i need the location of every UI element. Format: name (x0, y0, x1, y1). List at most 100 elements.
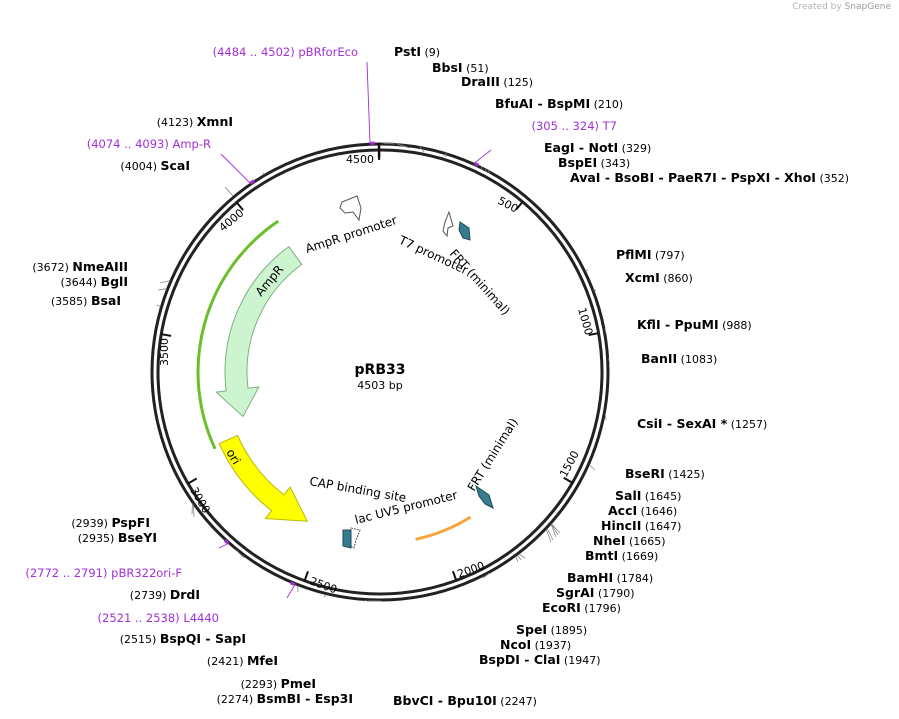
site-label-hincii[interactable]: HincII (1647) (601, 518, 681, 533)
site-label-psti[interactable]: PstI (9) (394, 44, 440, 59)
tick-mark (161, 333, 172, 337)
leader-line (159, 280, 171, 284)
leader-line (382, 142, 396, 145)
site-label-nhei[interactable]: NheI (1665) (593, 533, 666, 548)
primer-mark (289, 581, 296, 586)
leader-line (589, 464, 596, 471)
primer-label-pbrforeco[interactable]: (4484 .. 4502) pBRforEco (213, 45, 358, 59)
leader-line (323, 594, 327, 598)
feature-label-ori: ori (223, 447, 243, 468)
leader-line (545, 529, 552, 543)
highlight-arc-green (196, 219, 280, 450)
leader-line (482, 572, 490, 579)
site-label-eagi[interactable]: EagI - NotI (329) (544, 140, 651, 155)
highlight-arcs (196, 219, 472, 541)
site-label-spei[interactable]: SpeI (1895) (516, 622, 587, 637)
cap-binding-site-shape[interactable] (342, 529, 352, 549)
leader-line (551, 523, 561, 534)
site-label-bfuai[interactable]: BfuAI - BspMI (210) (495, 96, 623, 111)
leader-line (481, 166, 483, 171)
site-label-draiii[interactable]: DraIII (125) (461, 74, 533, 89)
site-label-scai[interactable]: (4004) ScaI (120, 158, 190, 173)
leader-line (487, 169, 491, 175)
leader-line (262, 172, 265, 175)
site-label-bbsi[interactable]: BbsI (51) (432, 60, 489, 75)
site-label-bseri[interactable]: BseRI (1425) (625, 466, 705, 481)
leader-line (156, 304, 161, 307)
site-label-pflmi[interactable]: PflMI (797) (616, 247, 685, 262)
feature-label-cap-binding-site: CAP binding site (308, 474, 407, 505)
site-label-bspqi[interactable]: (2515) BspQI - SapI (120, 631, 246, 646)
site-label-banii[interactable]: BanII (1083) (641, 351, 717, 366)
primer-leader (366, 61, 371, 144)
leader-line (157, 288, 167, 291)
site-label-sali[interactable]: SalI (1645) (615, 488, 681, 503)
leader-line (550, 523, 559, 536)
primer-leader (220, 153, 251, 184)
tick-mark (451, 570, 458, 581)
site-label-csii[interactable]: CsiI - SexAI * (1257) (637, 416, 767, 431)
ampr-arrow[interactable] (215, 245, 303, 418)
feature-label-frt-bottom: FRT (minimal) (465, 416, 521, 494)
credit-prefix: Created by (792, 2, 842, 12)
site-label-ncoi[interactable]: NcoI (1937) (500, 637, 571, 652)
leader-line (585, 269, 589, 271)
ori-arrow[interactable] (218, 434, 309, 522)
tick-mark (563, 476, 573, 484)
site-label-bseyi[interactable]: (2935) BseYI (78, 530, 157, 545)
leader-line (546, 528, 554, 541)
leader-line (419, 146, 425, 153)
feature-label-frt-top: FRT (minimal) (447, 247, 513, 318)
primer-mark (249, 179, 256, 185)
site-label-sgrai[interactable]: SgrAI (1790) (556, 585, 635, 600)
tick-label-4500: 4500 (346, 153, 374, 166)
site-label-mfei[interactable]: (2421) MfeI (207, 653, 278, 668)
site-label-drdi[interactable]: (2739) DrdI (130, 587, 200, 602)
site-label-bsai[interactable]: (3585) BsaI (51, 293, 121, 308)
site-label-avai[interactable]: AvaI - BsoBI - PaeR7I - PspXI - XhoI (35… (570, 170, 849, 185)
site-label-kfli[interactable]: KflI - PpuMI (988) (637, 317, 752, 332)
site-label-pmei[interactable]: (2293) PmeI (241, 676, 316, 691)
site-label-acci[interactable]: AccI (1646) (608, 503, 677, 518)
site-label-pspfi[interactable]: (2939) PspFI (71, 515, 150, 530)
site-label-bspei[interactable]: BspEI (343) (558, 155, 630, 170)
primer-leader (286, 584, 296, 599)
site-label-nmeaiii[interactable]: (3672) NmeAIII (32, 259, 128, 274)
site-label-ecori[interactable]: EcoRI (1796) (542, 600, 621, 615)
leader-line (191, 503, 193, 515)
leader-line (515, 556, 519, 563)
primer-label-t7[interactable]: (305 .. 324) T7 (532, 119, 618, 133)
snapgene-credit: Created by SnapGene (792, 2, 891, 12)
leader-line (593, 288, 597, 292)
leader-line (604, 328, 607, 334)
primer-leader (218, 543, 229, 549)
site-label-bsmbi[interactable]: (2274) BsmBI - Esp3I (217, 691, 353, 706)
plasmid-length: 4503 bp (357, 379, 402, 392)
site-label-xcmi[interactable]: XcmI (860) (625, 270, 693, 285)
ampr-promoter-arrow[interactable] (339, 195, 362, 222)
site-label-bamhi[interactable]: BamHI (1784) (567, 570, 653, 585)
primer-mark (473, 161, 480, 167)
site-label-bbvci[interactable]: BbvCI - Bpu10I (2247) (393, 693, 537, 708)
leader-line (477, 579, 479, 581)
leader-line (517, 554, 522, 561)
primer-label-amp-r[interactable]: (4074 .. 4093) Amp-R (87, 137, 211, 151)
highlight-arc-orange (415, 515, 472, 541)
leader-line (604, 413, 607, 421)
tick-mark (303, 571, 309, 582)
site-label-bmti[interactable]: BmtI (1669) (585, 548, 658, 563)
frt-bottom-shape[interactable] (475, 484, 494, 509)
leader-line (224, 186, 234, 197)
tick-label-3500: 3500 (158, 338, 171, 366)
site-label-bspdi[interactable]: BspDI - ClaI (1947) (479, 652, 600, 667)
t7-promoter-arrow[interactable] (442, 210, 454, 238)
site-label-bgli[interactable]: (3644) BglI (61, 274, 129, 289)
leader-line (550, 524, 557, 538)
tick-mark (235, 201, 244, 211)
site-label-xmni[interactable]: (4123) XmnI (157, 114, 233, 129)
tick-marks (161, 142, 599, 582)
frt-top-shape[interactable] (458, 221, 471, 241)
primer-label-l4440[interactable]: (2521 .. 2538) L4440 (98, 611, 219, 625)
plasmid-name: pRB33 (355, 362, 406, 378)
primer-label-pbr322ori-f[interactable]: (2772 .. 2791) pBR322ori-F (25, 566, 182, 580)
